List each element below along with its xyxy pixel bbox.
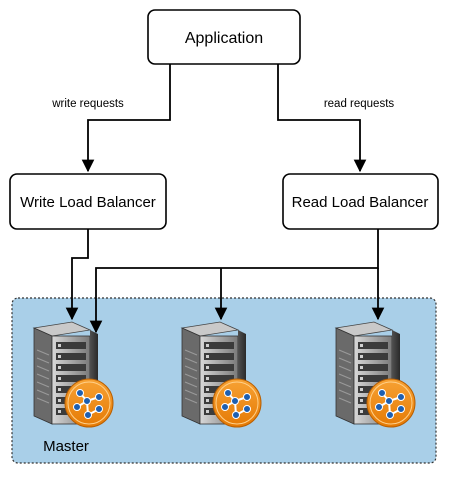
read-to-master-edge: [89, 229, 379, 334]
write-load-balancer-node: Write Load Balancer: [9, 173, 167, 230]
application-label: Application: [185, 30, 263, 47]
write-requests-label: write requests: [51, 98, 124, 110]
read-load-balancer-label: Read Load Balancer: [292, 194, 429, 211]
application-node: Application: [147, 9, 301, 65]
read-load-balancer-node: Read Load Balancer: [282, 173, 439, 230]
read-requests-edge: [277, 64, 367, 173]
read-requests-label: read requests: [324, 98, 395, 110]
write-requests-edge: [81, 64, 171, 173]
write-load-balancer-label: Write Load Balancer: [20, 194, 156, 211]
write-to-master-edge: [65, 229, 89, 321]
read-fanout-edges: [89, 229, 385, 334]
replica-1-database-badge-icon: [212, 378, 262, 428]
master-database-badge-icon: [64, 378, 114, 428]
master-label: Master: [43, 438, 89, 455]
replica-2-database-badge-icon: [366, 378, 416, 428]
